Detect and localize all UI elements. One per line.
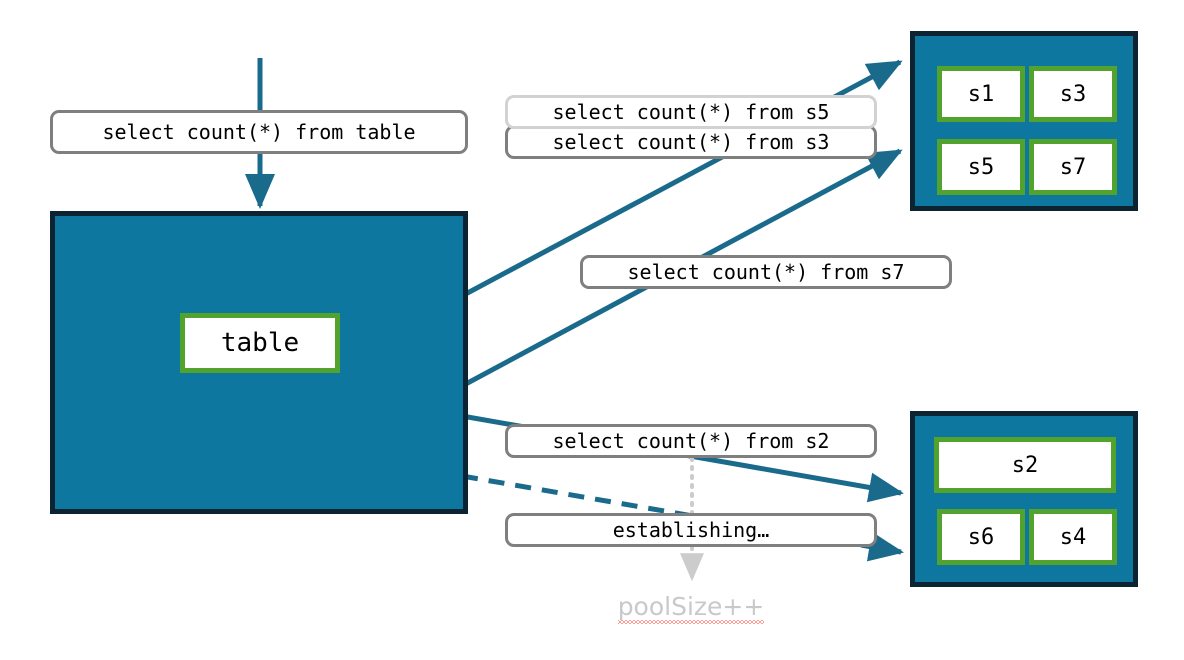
pool-node-s7[interactable]: s7 <box>1029 139 1117 195</box>
pool-node-s5-label: s5 <box>967 154 995 180</box>
poolsize-annotation-text: poolSize++ <box>617 592 765 624</box>
query-label-s2-text: select count(*) from s2 <box>552 429 830 453</box>
pool-node-s3[interactable]: s3 <box>1029 66 1117 122</box>
query-label-s7-text: select count(*) from s7 <box>627 260 905 284</box>
node-table[interactable]: table <box>180 313 340 373</box>
query-label-s2[interactable]: select count(*) from s2 <box>505 424 877 458</box>
pool-node-s5[interactable]: s5 <box>937 139 1025 195</box>
query-label-table[interactable]: select count(*) from table <box>50 110 468 154</box>
pool-node-s2[interactable]: s2 <box>934 437 1116 493</box>
pool-node-s3-label: s3 <box>1059 81 1087 107</box>
query-label-s5[interactable]: select count(*) from s5 <box>505 95 877 129</box>
poolsize-annotation: poolSize++ <box>596 592 786 624</box>
status-label-establishing[interactable]: establishing… <box>505 513 877 547</box>
query-label-s3-text: select count(*) from s3 <box>552 130 830 154</box>
status-label-establishing-text: establishing… <box>612 518 770 542</box>
pool-node-s2-label: s2 <box>1011 452 1039 478</box>
pool-node-s4-label: s4 <box>1059 524 1087 550</box>
pool-node-s7-label: s7 <box>1059 154 1087 180</box>
pool-node-s6-label: s6 <box>967 524 995 550</box>
pool-node-s4[interactable]: s4 <box>1029 509 1117 565</box>
pool-node-s1[interactable]: s1 <box>937 66 1025 122</box>
node-table-label: table <box>220 328 300 358</box>
pool-node-s1-label: s1 <box>967 81 995 107</box>
query-label-s3[interactable]: select count(*) from s3 <box>505 125 877 159</box>
query-label-s5-text: select count(*) from s5 <box>552 100 830 124</box>
query-label-s7[interactable]: select count(*) from s7 <box>580 255 952 289</box>
query-label-table-text: select count(*) from table <box>102 120 416 144</box>
pool-node-s6[interactable]: s6 <box>937 509 1025 565</box>
